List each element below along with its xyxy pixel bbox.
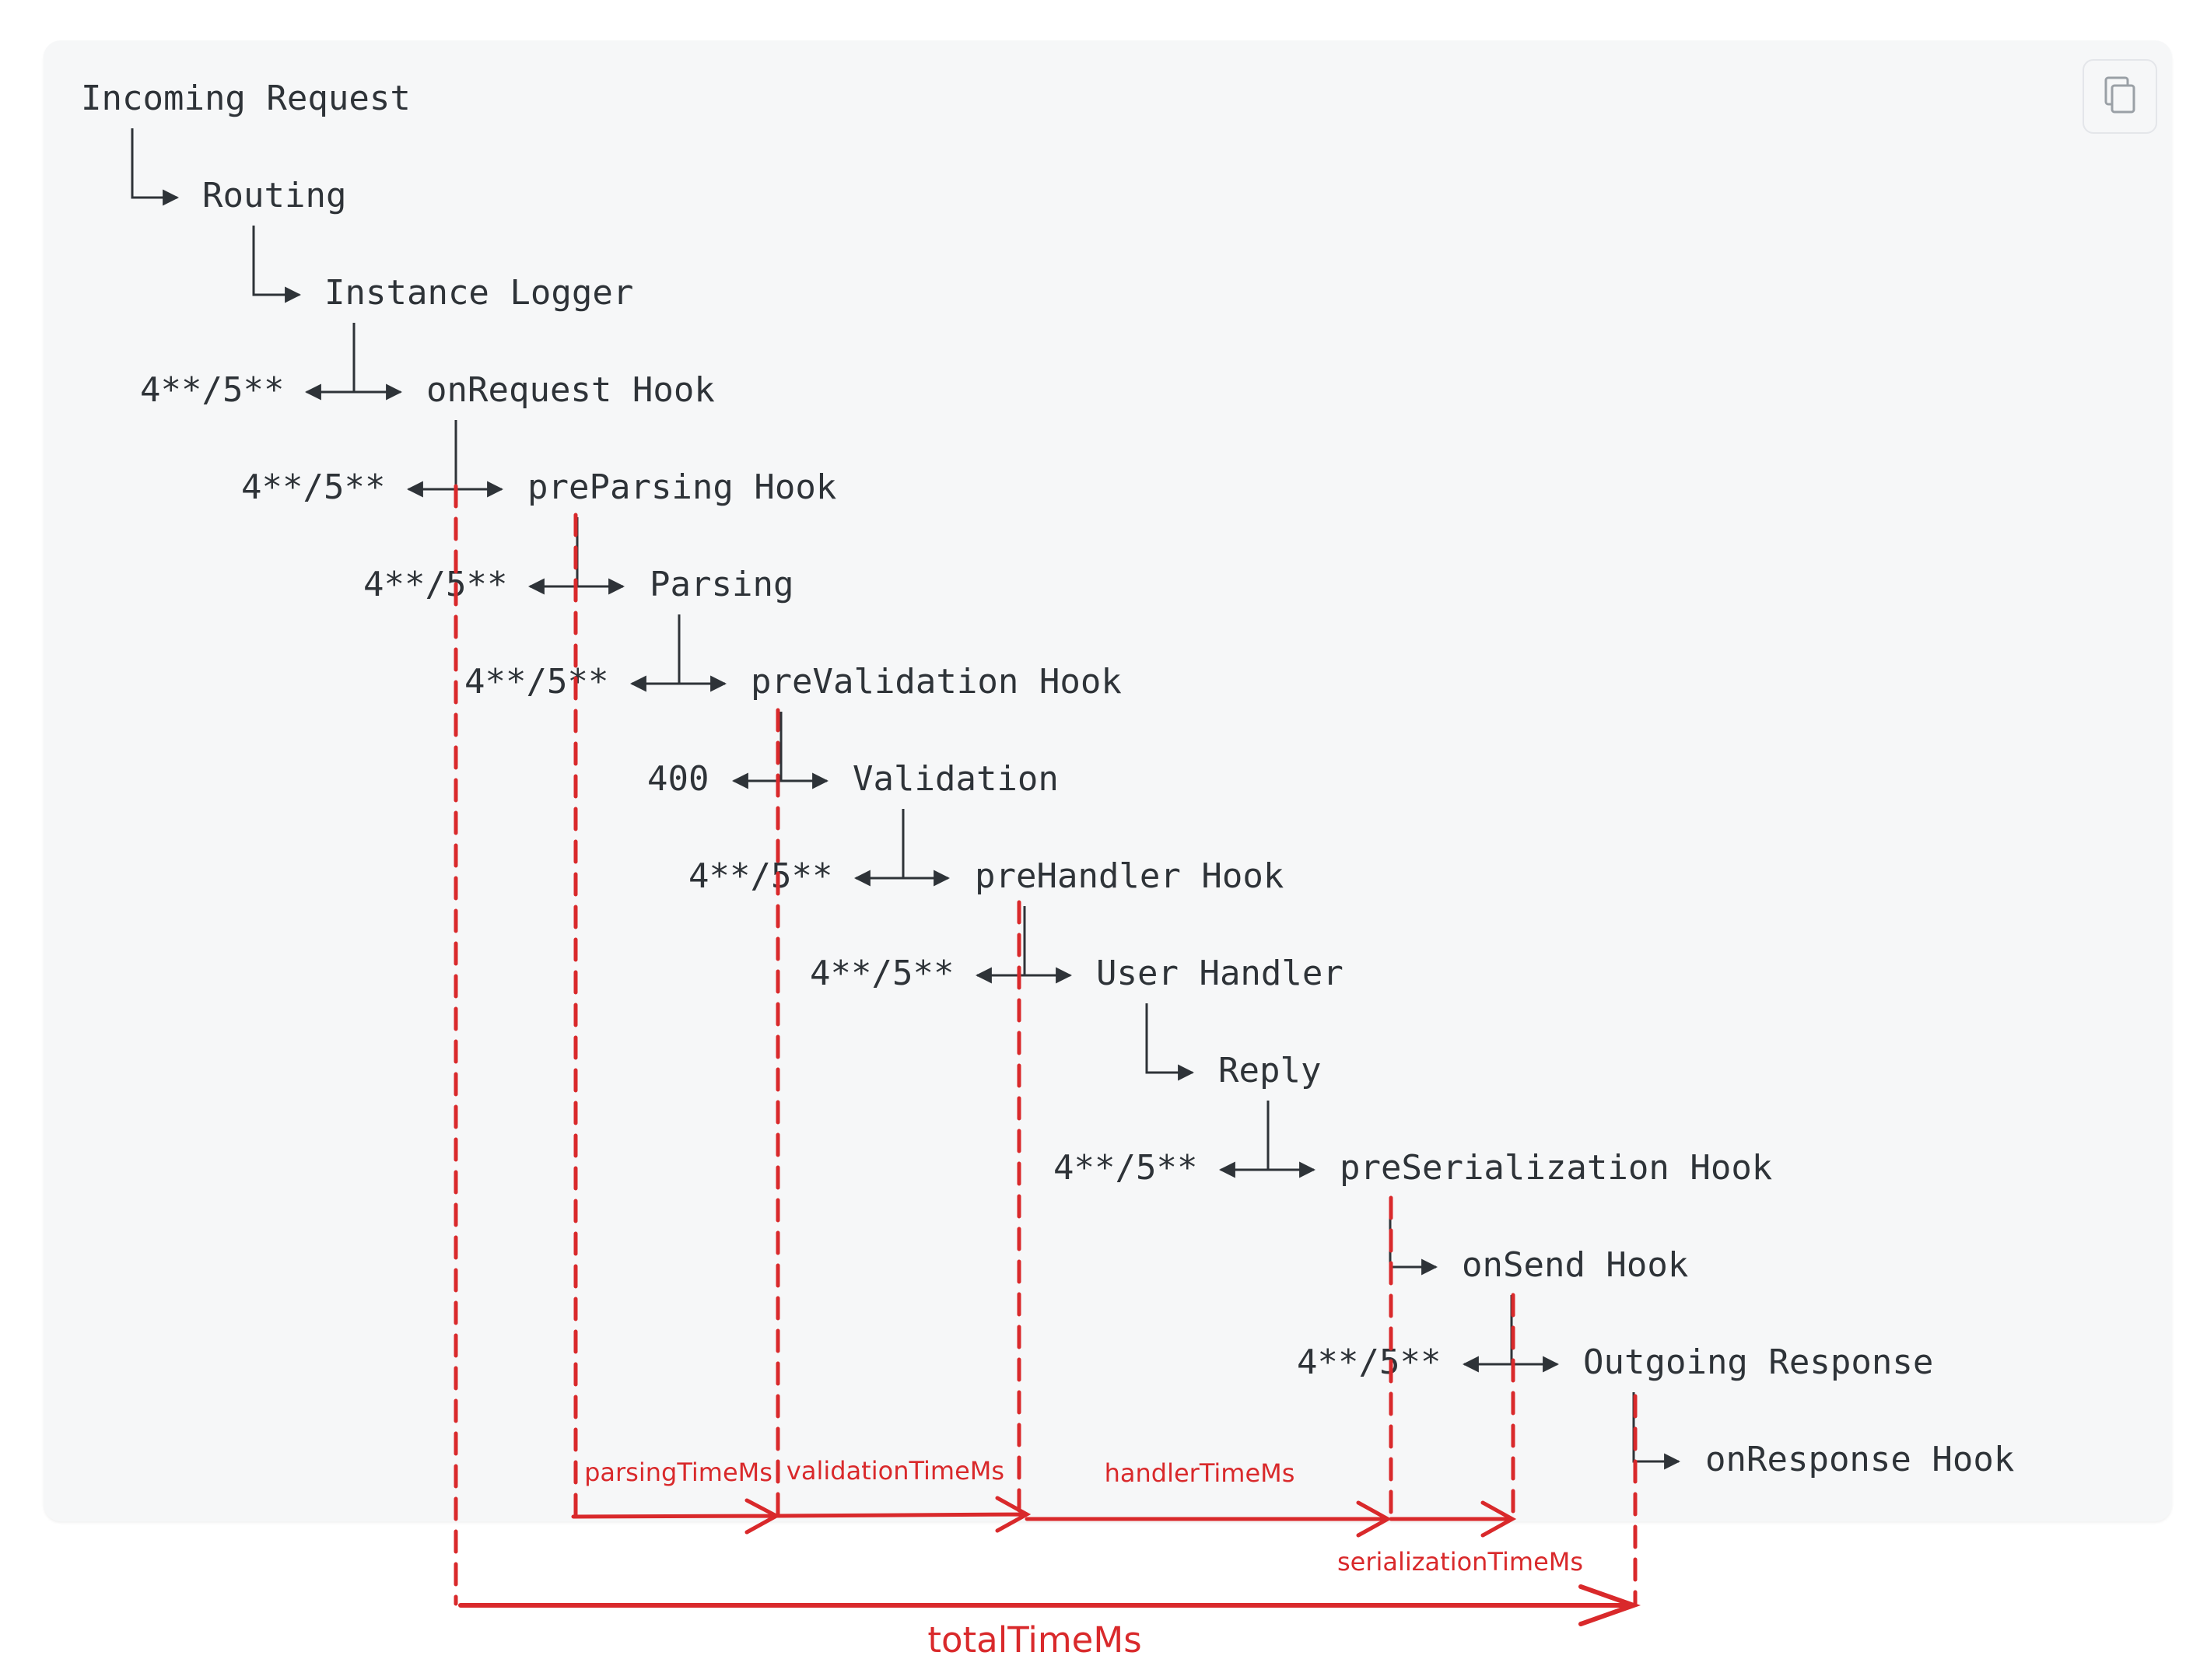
error-code-validation: 400 — [647, 759, 709, 799]
arrow-parsing — [571, 1498, 781, 1535]
connector-instance-logger — [252, 226, 302, 303]
error-code-prevalidation: 4**/5** — [464, 662, 608, 702]
step-preparsing-hook: preParsing Hook — [527, 467, 836, 507]
step-validation: Validation — [853, 759, 1059, 799]
step-user-handler: User Handler — [1096, 954, 1343, 993]
error-code-outgoing: 4**/5** — [1297, 1342, 1441, 1382]
timing-markers — [454, 484, 1638, 1606]
connector-onsend — [1389, 1198, 1438, 1276]
step-outgoing-response: Outgoing Response — [1583, 1342, 1933, 1382]
label-parsing-time: parsingTimeMs — [584, 1458, 772, 1487]
step-onresponse-hook: onResponse Hook — [1705, 1440, 2014, 1479]
step-instance-logger: Instance Logger — [324, 273, 633, 313]
step-prehandler-hook: preHandler Hook — [975, 856, 1284, 896]
step-reply: Reply — [1218, 1051, 1321, 1090]
arrow-validation — [774, 1496, 1032, 1533]
arrow-handler — [1025, 1500, 1393, 1538]
step-parsing: Parsing — [650, 565, 793, 604]
step-preserialization-hook: preSerialization Hook — [1340, 1148, 1772, 1188]
label-serialization-time: serializationTimeMs — [1337, 1547, 1583, 1577]
connector-onresponse — [1632, 1392, 1681, 1470]
label-total-time: totalTimeMs — [927, 1619, 1141, 1661]
label-validation-time: validationTimeMs — [786, 1456, 1004, 1486]
step-incoming-request: Incoming Request — [81, 79, 411, 118]
copy-button[interactable] — [2083, 59, 2157, 134]
error-code-preserialization: 4**/5** — [1053, 1148, 1197, 1188]
step-onrequest-hook: onRequest Hook — [426, 370, 715, 410]
connector-routing — [131, 128, 180, 206]
error-code-preparsing: 4**/5** — [241, 467, 385, 507]
step-prevalidation-hook: preValidation Hook — [751, 662, 1122, 702]
step-onsend-hook: onSend Hook — [1462, 1245, 1688, 1285]
label-handler-time: handlerTimeMs — [1105, 1458, 1295, 1488]
connector-reply — [1145, 1003, 1195, 1081]
error-code-parsing: 4**/5** — [363, 565, 507, 604]
arrow-serialization — [1389, 1500, 1517, 1538]
error-code-userhandler: 4**/5** — [810, 954, 954, 993]
step-routing: Routing — [202, 176, 346, 215]
copy-icon — [2104, 76, 2135, 114]
error-code-onrequest: 4**/5** — [140, 370, 284, 410]
code-block — [44, 40, 2172, 1521]
error-code-prehandler: 4**/5** — [688, 856, 832, 896]
flow-connectors — [131, 128, 1681, 1470]
arrow-total — [458, 1584, 1641, 1626]
